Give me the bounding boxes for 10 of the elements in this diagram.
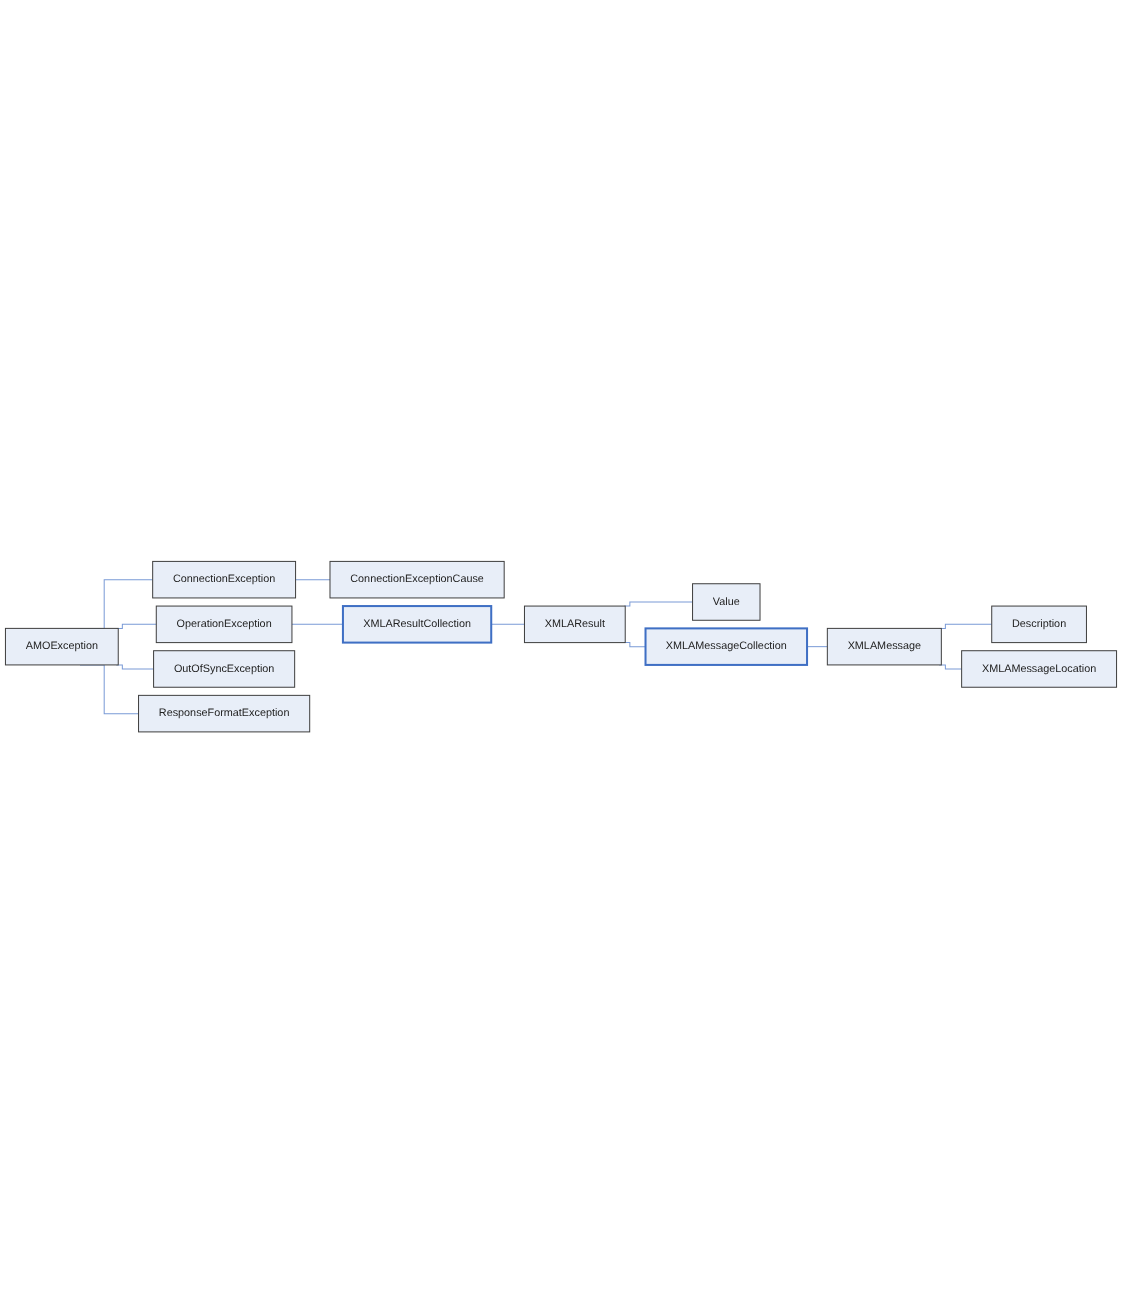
connector — [291, 623, 344, 625]
connector — [938, 623, 993, 629]
connector — [938, 663, 963, 669]
connector — [806, 645, 828, 647]
connector — [490, 623, 525, 625]
connector — [295, 578, 331, 580]
connector — [623, 641, 647, 647]
connector — [623, 600, 694, 606]
connector — [115, 623, 157, 629]
connector — [115, 663, 155, 669]
